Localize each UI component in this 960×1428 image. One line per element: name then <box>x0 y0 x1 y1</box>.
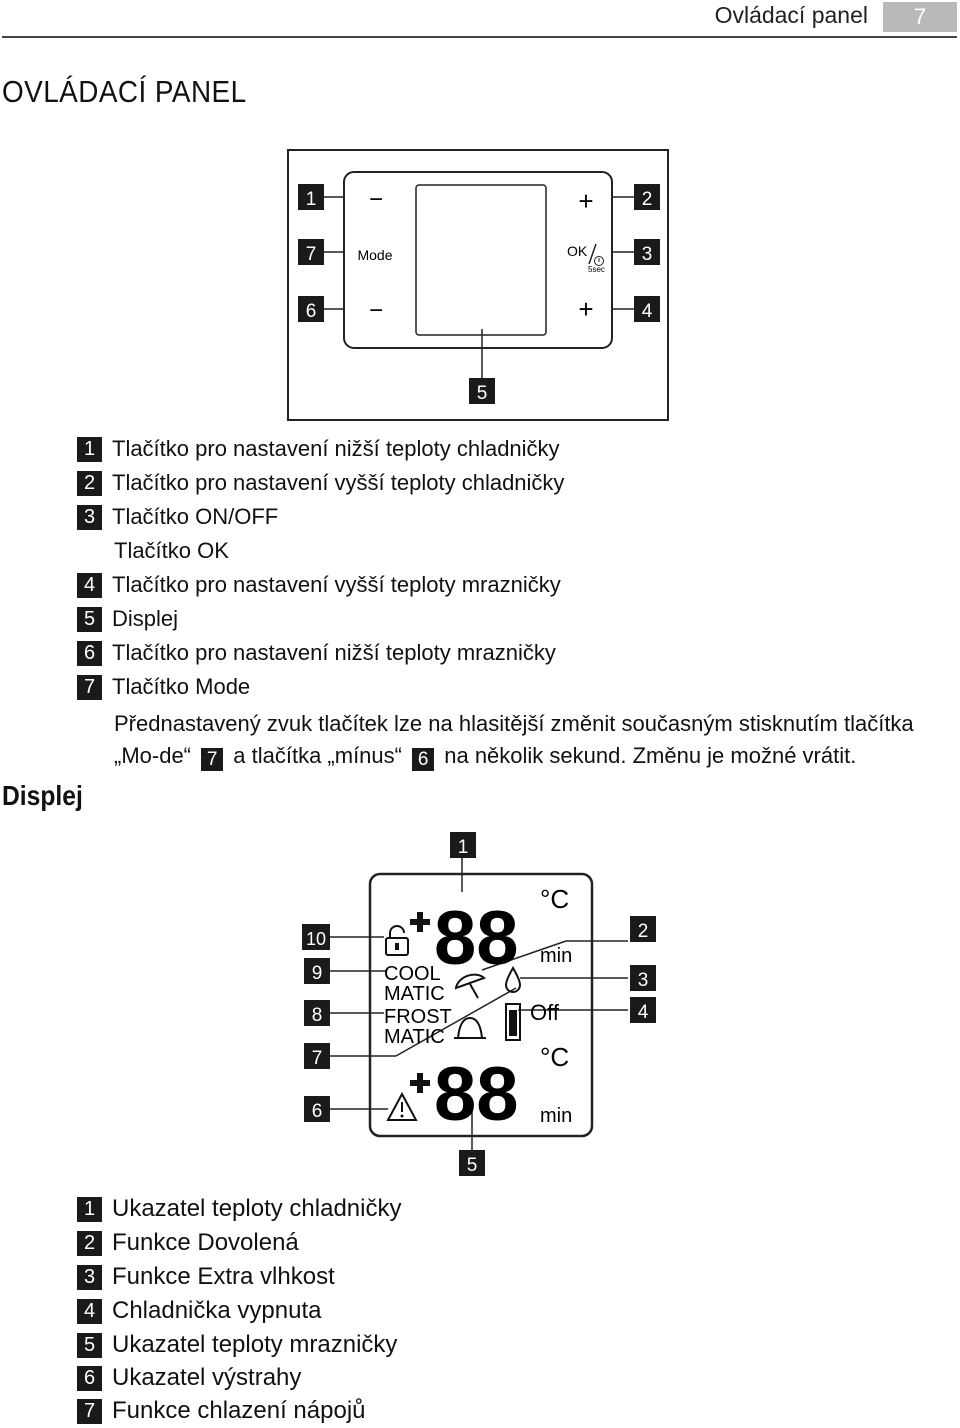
legend-item: 3 Funkce Extra vlhkost <box>77 1260 335 1294</box>
svg-text:°C: °C <box>540 1042 569 1072</box>
svg-text:4: 4 <box>642 301 653 322</box>
droplet-icon <box>504 966 522 993</box>
display-diagram: 1 2 3 4 10 9 8 7 6 5 88 °C min <box>302 832 656 1176</box>
panel-callout-2: 2 <box>634 184 660 210</box>
warning-icon <box>386 1091 418 1121</box>
freezer-plus-button[interactable]: + <box>578 294 593 324</box>
legend-item: 7 Funkce chlazení nápojů <box>77 1394 366 1428</box>
legend-item: 5 Ukazatel teploty mrazničky <box>77 1328 397 1362</box>
display-callout-2: 2 <box>630 916 656 942</box>
svg-text:Off: Off <box>530 1000 560 1025</box>
panel-callout-1: 1 <box>298 184 324 210</box>
panel-callout-4: 4 <box>634 296 660 322</box>
freezer-minus-button[interactable]: − <box>369 297 383 324</box>
legend-item: 6 Ukazatel výstrahy <box>77 1361 301 1395</box>
svg-text:7: 7 <box>312 1048 323 1069</box>
svg-text:min: min <box>540 1105 572 1127</box>
legend-item: 2 Funkce Dovolená <box>77 1226 299 1260</box>
legend-item: 7 Tlačítko Mode <box>77 670 250 704</box>
display-heading: Displej <box>2 780 83 811</box>
legend-item: 2 Tlačítko pro nastavení vyšší teploty c… <box>77 466 564 500</box>
panel-callout-3: 3 <box>634 239 660 265</box>
svg-text:3: 3 <box>642 244 653 265</box>
ok-button[interactable]: OK 5sec <box>567 243 605 274</box>
display-callout-7: 7 <box>304 1043 330 1069</box>
sound-note: Přednastavený zvuk tlačítek lze na hlasi… <box>114 711 914 771</box>
legend-item: 1 Ukazatel teploty chladničky <box>77 1192 401 1226</box>
svg-text:2: 2 <box>638 921 649 942</box>
svg-text:1: 1 <box>458 837 469 858</box>
svg-text:1: 1 <box>306 189 317 210</box>
svg-text:4: 4 <box>638 1002 649 1023</box>
legend-item: 6 Tlačítko pro nastavení nižší teploty m… <box>77 636 556 670</box>
battery-bar-icon <box>505 1003 521 1041</box>
svg-text:3: 3 <box>638 970 649 991</box>
mode-button[interactable]: Mode <box>357 247 392 263</box>
freezer-temperature-digits: 88 °C min <box>410 1042 572 1137</box>
display-callout-8: 8 <box>304 1000 330 1026</box>
lock-icon <box>385 925 409 956</box>
svg-text:8: 8 <box>312 1005 323 1026</box>
svg-text:7: 7 <box>306 244 317 265</box>
power-icon <box>594 256 604 266</box>
svg-text:MATIC: MATIC <box>384 1026 445 1048</box>
display-callout-1: 1 <box>450 832 476 858</box>
svg-text:MATIC: MATIC <box>384 983 445 1005</box>
fridge-minus-button[interactable]: − <box>369 186 383 213</box>
page-number: 7 <box>883 2 957 32</box>
panel-callout-7: 7 <box>298 239 324 265</box>
svg-text:min: min <box>540 945 572 967</box>
svg-text:10: 10 <box>306 929 326 949</box>
legend-item: 4 Tlačítko pro nastavení vyšší teploty m… <box>77 568 561 602</box>
fridge-temperature-digits: 88 °C min <box>410 884 572 981</box>
svg-text:2: 2 <box>642 189 653 210</box>
svg-text:COOL: COOL <box>384 963 441 985</box>
legend-item: 3 Tlačítko ON/OFF <box>77 500 278 534</box>
umbrella-icon <box>454 973 486 999</box>
legend-item: 4 Chladnička vypnuta <box>77 1294 321 1328</box>
display-callout-5: 5 <box>459 1150 485 1176</box>
svg-text:88: 88 <box>434 1052 519 1137</box>
panel-callout-6: 6 <box>298 296 324 322</box>
display-callout-6: 6 <box>304 1096 330 1122</box>
section-title: OVLÁDACÍ PANEL <box>2 74 247 109</box>
svg-text:6: 6 <box>306 301 317 322</box>
svg-text:FROST: FROST <box>384 1006 452 1028</box>
svg-text:88: 88 <box>434 896 519 981</box>
svg-text:9: 9 <box>312 963 323 984</box>
svg-text:5: 5 <box>477 383 488 404</box>
svg-text:6: 6 <box>312 1101 323 1122</box>
legend-item: 1 Tlačítko pro nastavení nižší teploty c… <box>77 432 560 466</box>
header-divider <box>2 36 957 38</box>
running-header-title: Ovládací panel <box>714 2 868 28</box>
bell-icon <box>454 1016 486 1039</box>
panel-callout-5: 5 <box>469 378 495 404</box>
svg-text:5: 5 <box>467 1155 478 1176</box>
display-callout-10: 10 <box>302 924 330 950</box>
display-callout-3: 3 <box>630 965 656 991</box>
display-callout-9: 9 <box>304 958 330 984</box>
svg-text:°C: °C <box>540 884 569 914</box>
control-panel-diagram: 1 7 6 2 3 4 5 − + Mode OK 5sec − + <box>287 149 669 421</box>
legend-item: Tlačítko OK <box>114 538 229 563</box>
svg-text:5sec: 5sec <box>588 265 605 274</box>
display-callout-4: 4 <box>630 997 656 1023</box>
fridge-plus-button[interactable]: + <box>578 186 593 216</box>
legend-item: 5 Displej <box>77 602 178 636</box>
svg-text:OK: OK <box>567 243 588 259</box>
